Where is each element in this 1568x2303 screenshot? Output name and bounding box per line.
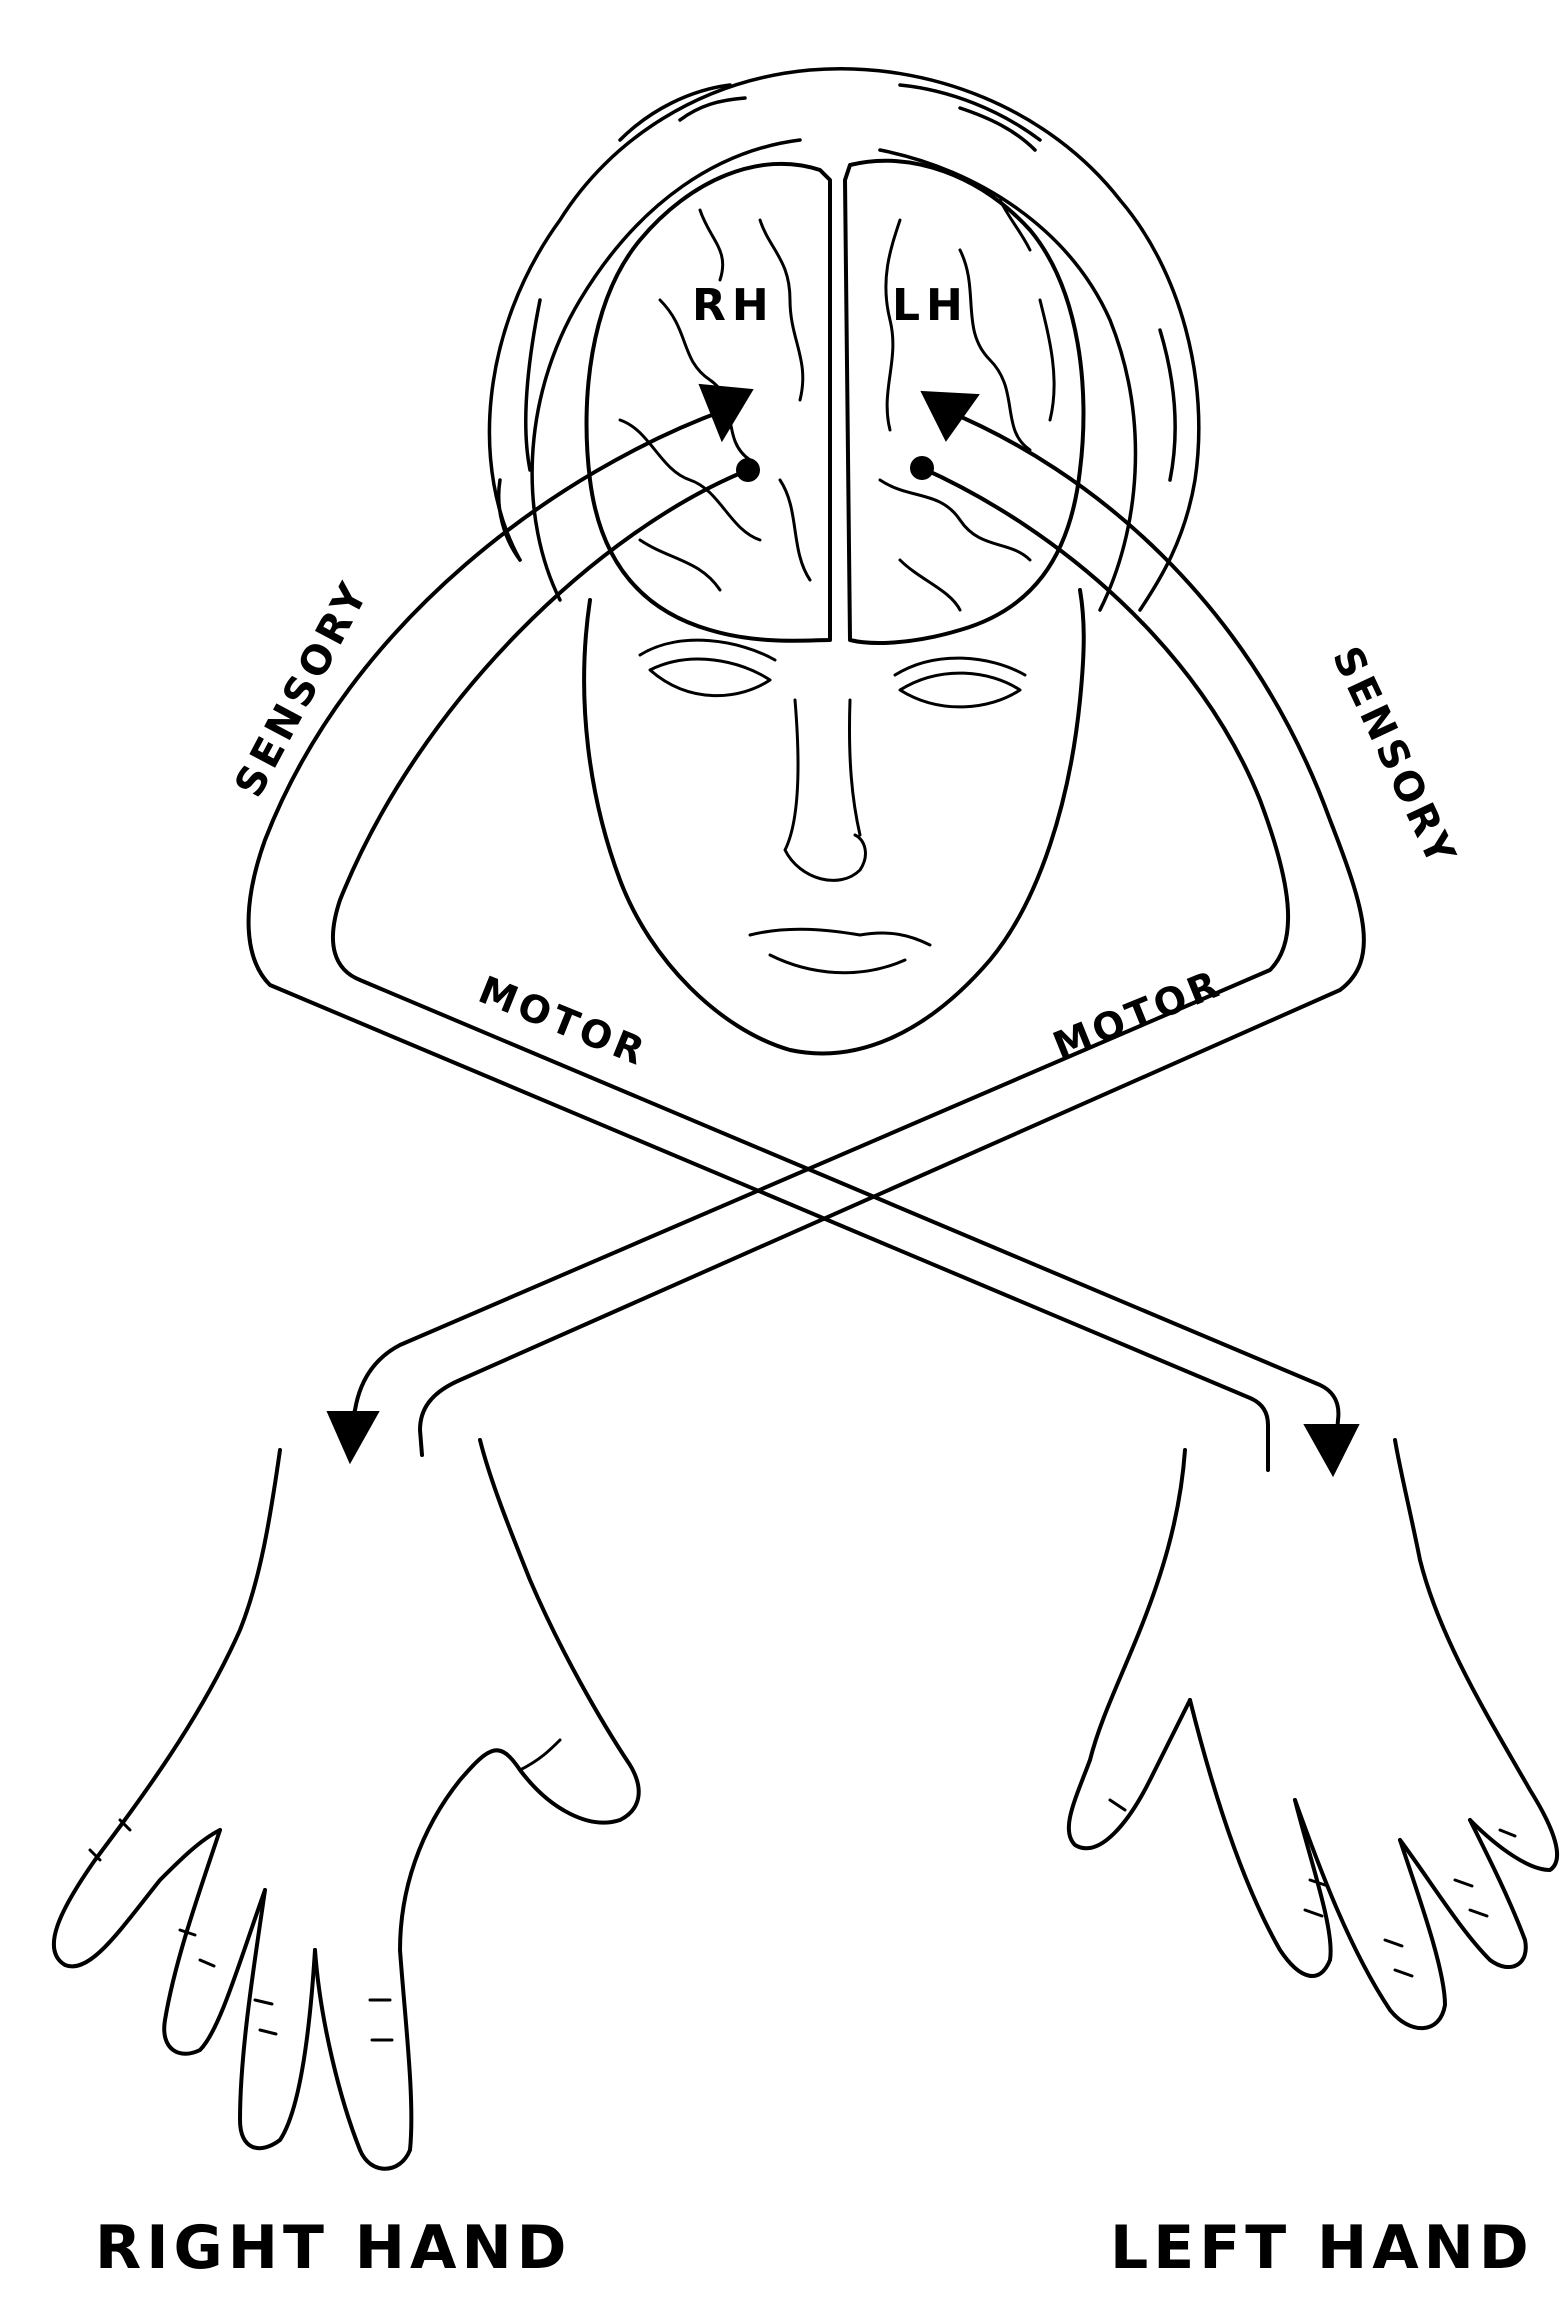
- left-hand-arrowhead: [1305, 1425, 1358, 1475]
- rh-label: RH: [692, 280, 775, 331]
- motor-label-left: MOTOR: [473, 968, 654, 1075]
- brain: [587, 161, 1084, 643]
- lh-label: LH: [892, 280, 969, 331]
- left-motor-path: [333, 470, 1338, 1460]
- right-hand-drawing: [54, 1440, 639, 2169]
- mouth: [750, 929, 930, 945]
- right-hand-arrowhead: [328, 1412, 378, 1462]
- lh-arrowhead: [922, 392, 978, 440]
- left-sensory-path: [249, 410, 1268, 1470]
- right-hand-label: RIGHT HAND: [95, 2213, 571, 2283]
- left-hand-label: LEFT HAND: [1110, 2213, 1534, 2283]
- face-outline: [584, 590, 1084, 1053]
- rh-arrowhead: [700, 385, 752, 440]
- sensory-label-left: SENSORY: [226, 573, 378, 805]
- left-hand-drawing: [1069, 1440, 1557, 2028]
- left-eye: [900, 673, 1020, 707]
- right-motor-path: [352, 468, 1288, 1420]
- sensory-label-right: SENSORY: [1323, 640, 1465, 875]
- pathways: [249, 410, 1364, 1470]
- right-eye: [650, 659, 770, 696]
- face: [584, 590, 1084, 1053]
